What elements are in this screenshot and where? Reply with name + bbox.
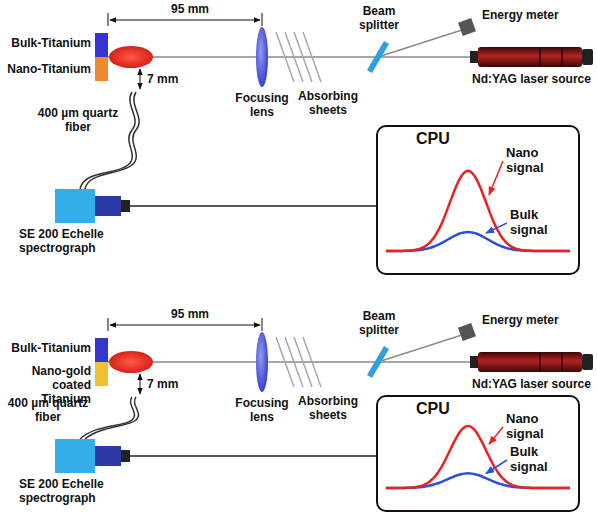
signal-label: Bulk signal xyxy=(510,444,562,474)
part-label: 400 µm quartz fiber xyxy=(6,396,90,424)
cable xyxy=(130,455,145,457)
part-label: Energy meter xyxy=(482,8,592,22)
signal-cable xyxy=(145,455,376,457)
cable xyxy=(130,205,145,207)
part-label: Beam splitter xyxy=(343,309,415,337)
part-label: Focusing lens xyxy=(226,396,298,424)
leader-arrow xyxy=(486,223,507,233)
gold-sample xyxy=(95,362,108,386)
signal-label: Nano signal xyxy=(506,411,558,441)
detector xyxy=(95,196,121,216)
part-label: 7 mm xyxy=(147,72,197,86)
bulk-signal-curve xyxy=(386,473,570,488)
plug xyxy=(121,450,130,462)
part-label: Nd:YAG laser source xyxy=(468,377,595,391)
signal-plot xyxy=(378,127,578,273)
cpu-display: CPU Nano signalBulk signal xyxy=(376,395,580,512)
nano-signal-curve xyxy=(386,171,570,251)
leader-arrow xyxy=(489,161,503,195)
signal-plot xyxy=(378,397,578,510)
bulk-sample xyxy=(95,338,108,362)
leader-arrow xyxy=(489,427,503,444)
unit-label: SE 200 Echelle spectrograph xyxy=(5,474,145,505)
plug xyxy=(121,200,130,212)
spectrograph-unit: SE 200 Echelle spectrograph xyxy=(5,188,145,255)
part-label: Absorbing sheets xyxy=(288,89,368,117)
spectrograph-body xyxy=(55,189,95,223)
spectrograph-symbol xyxy=(5,438,145,474)
spectrograph-symbol xyxy=(5,188,145,224)
spectrograph-body xyxy=(55,439,95,473)
leader-arrow xyxy=(486,460,507,474)
signal-label: Nano signal xyxy=(506,145,558,175)
part-label: Nano-Titanium xyxy=(0,62,91,76)
optical-fiber xyxy=(85,397,139,439)
cpu-heading: CPU xyxy=(416,400,450,418)
signal-label: Bulk signal xyxy=(510,207,562,237)
part-label: Bulk-Titanium xyxy=(0,36,91,50)
part-label: 400 µm quartz fiber xyxy=(36,106,120,134)
part-label: Nd:YAG laser source xyxy=(468,72,595,86)
signal-cable xyxy=(145,205,376,207)
cpu-display: CPU Nano signalBulk signal xyxy=(376,125,580,275)
detector xyxy=(95,446,121,466)
nano-sample xyxy=(95,57,108,81)
spectrograph-unit: SE 200 Echelle spectrograph xyxy=(5,438,145,505)
bulk-sample xyxy=(95,33,108,57)
part-label: Focusing lens xyxy=(226,91,298,119)
part-label: Beam splitter xyxy=(343,4,415,32)
unit-label: SE 200 Echelle spectrograph xyxy=(5,224,145,255)
part-label: 95 mm xyxy=(160,2,220,16)
part-label: 7 mm xyxy=(147,377,197,391)
part-label: Bulk-Titanium xyxy=(0,341,91,355)
part-label: Energy meter xyxy=(482,313,592,327)
part-label: Absorbing sheets xyxy=(288,394,368,422)
part-label: 95 mm xyxy=(160,307,220,321)
cpu-heading: CPU xyxy=(416,130,450,148)
